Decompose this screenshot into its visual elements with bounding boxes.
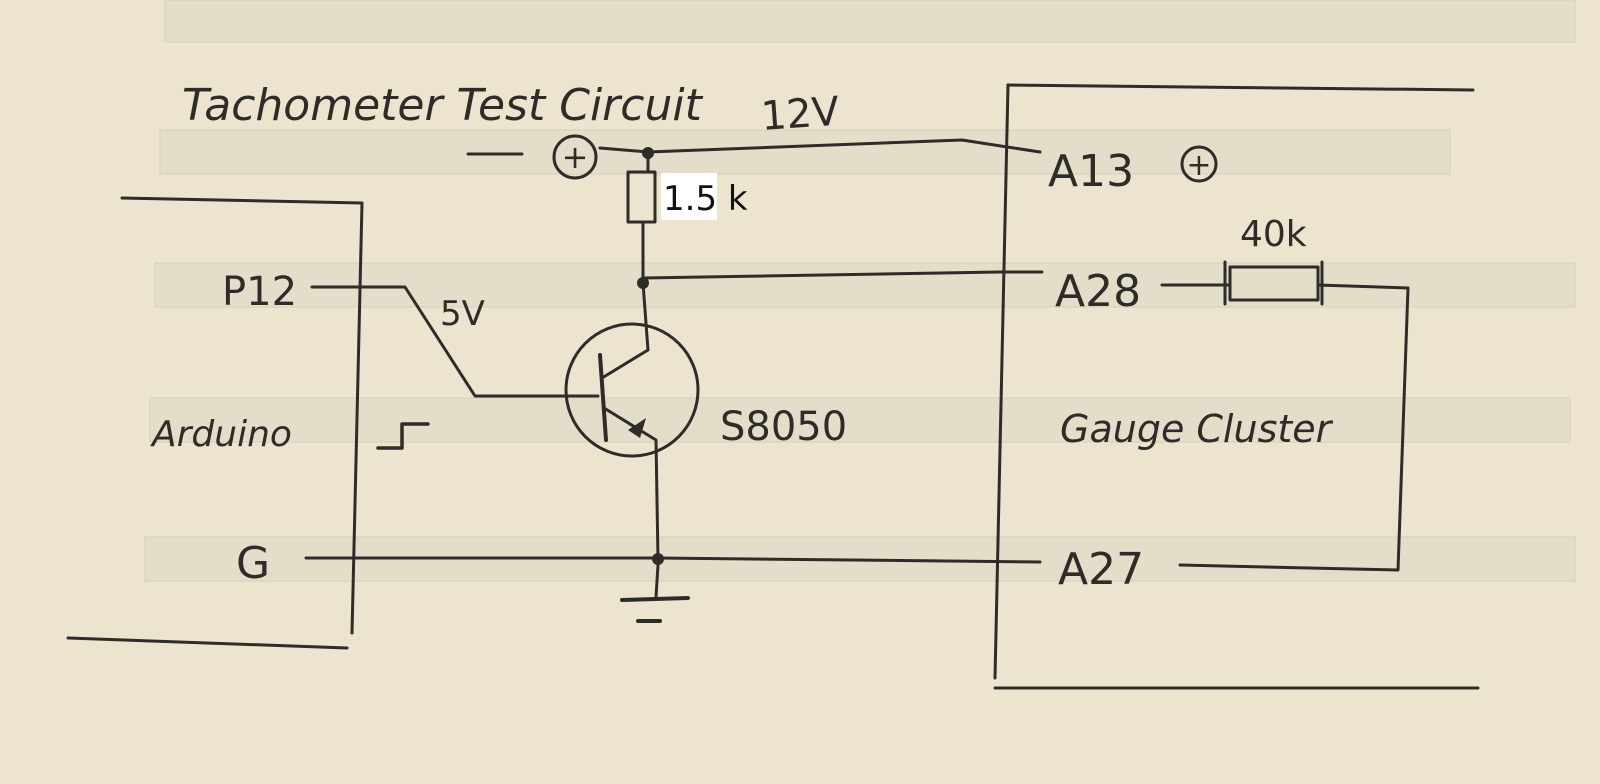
arduino-label: Arduino [150, 414, 292, 455]
pulse-waveform-icon [376, 422, 430, 450]
arduino-box [66, 196, 364, 650]
collector-to-a28-wire [641, 270, 1044, 280]
gauge-resistor-value: 40k [1240, 214, 1307, 255]
gauge-pin-a13: A13 [1048, 146, 1134, 197]
arduino-pin-p12: P12 [222, 269, 297, 315]
supply-wiring [466, 138, 1042, 156]
gauge-plus-icon: + [1180, 145, 1218, 183]
supply-voltage-label: 12V [759, 89, 841, 140]
gauge-pin-a28: A28 [1055, 266, 1141, 317]
svg-text:+: + [562, 138, 589, 176]
supply-plus-icon: + [552, 134, 598, 180]
diagram-title: Tachometer Test Circuit [182, 80, 704, 131]
pullup-resistor-label-bg [661, 173, 717, 220]
supply-junction-dot [642, 147, 654, 159]
emitter-junction-dot [652, 553, 664, 565]
gauge-cluster-box [993, 83, 1480, 690]
gauge-resistor-path [1160, 260, 1410, 572]
arduino-pin-g: G [236, 538, 270, 589]
pullup-resistor-value: 1.5 k [663, 179, 748, 219]
pullup-resistor [626, 170, 657, 224]
signal-to-base-wire [310, 285, 600, 398]
transistor-part-label: S8050 [720, 404, 847, 450]
svg-text:+: + [1186, 148, 1211, 183]
gauge-cluster-label: Gauge Cluster [1060, 407, 1334, 451]
gauge-pin-a27: A27 [1058, 544, 1144, 595]
npn-transistor-symbol [564, 281, 700, 562]
ground-symbol-icon [620, 563, 690, 623]
signal-level-label: 5V [440, 294, 485, 334]
